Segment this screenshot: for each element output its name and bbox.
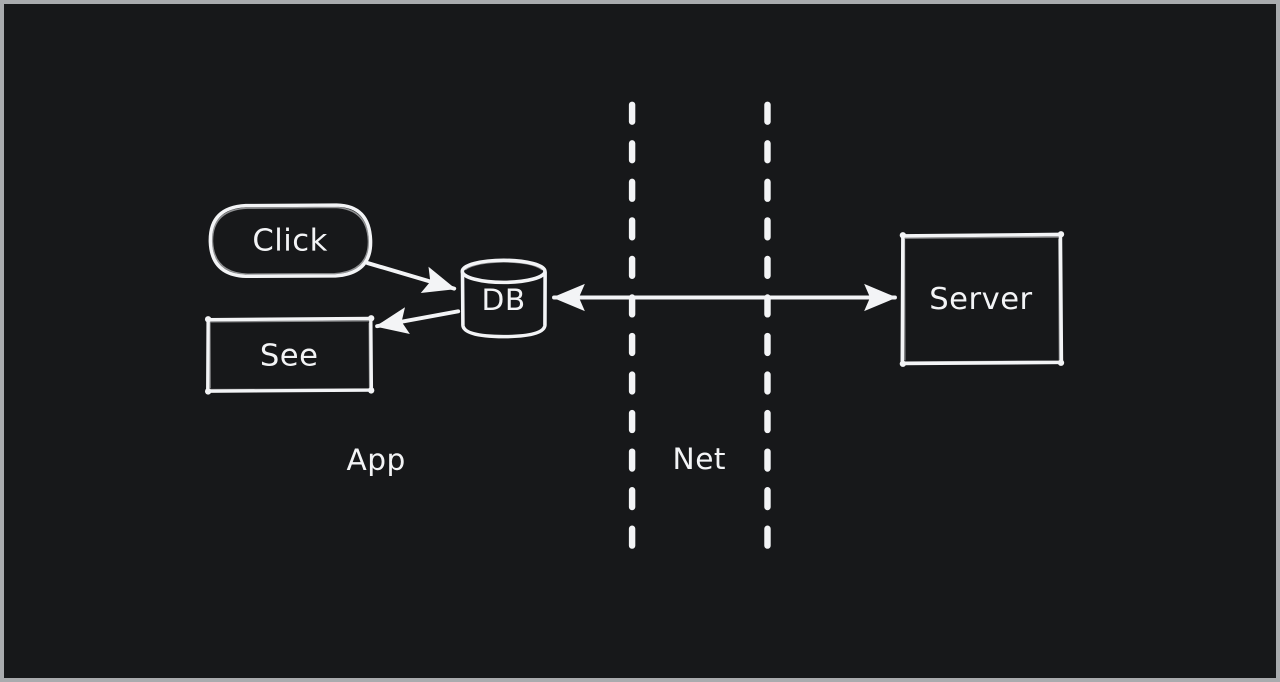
edge-click-to-db-line [365,260,457,293]
edge-db-to-see[interactable] [375,307,461,335]
diagram-canvas[interactable]: Click See DB Server [4,4,1276,678]
server-label: Server [929,282,1032,317]
zone-label-app: App [346,442,405,477]
db-top-ellipse [460,258,547,285]
server-corner-dot-br [1057,359,1065,366]
see-label: See [260,338,319,373]
see-corner-dot-tl [204,316,212,323]
node-db[interactable]: DB [460,258,547,339]
node-see[interactable]: See [204,315,375,395]
db-top-sketch [464,261,543,271]
click-shape-outline [208,203,373,279]
db-body [460,270,547,339]
click-label: Click [252,224,327,259]
see-corner-dot-br [368,387,375,394]
server-corner-dot-tl [899,232,907,239]
see-shape-sketch [209,320,371,391]
zone-label-net: Net [673,441,727,476]
edge-click-to-db[interactable] [365,260,457,293]
node-server[interactable]: Server [899,231,1065,367]
server-corner-dot-bl [899,360,907,367]
node-click[interactable]: Click [208,203,373,279]
server-shape-sketch [903,236,1061,363]
see-corner-dot-bl [204,388,212,395]
db-label: DB [482,282,526,317]
server-corner-dot-tr [1057,231,1065,238]
edge-db-to-see-line [375,307,461,335]
see-corner-dot-tr [368,315,375,322]
click-shape-sketch [211,206,370,275]
